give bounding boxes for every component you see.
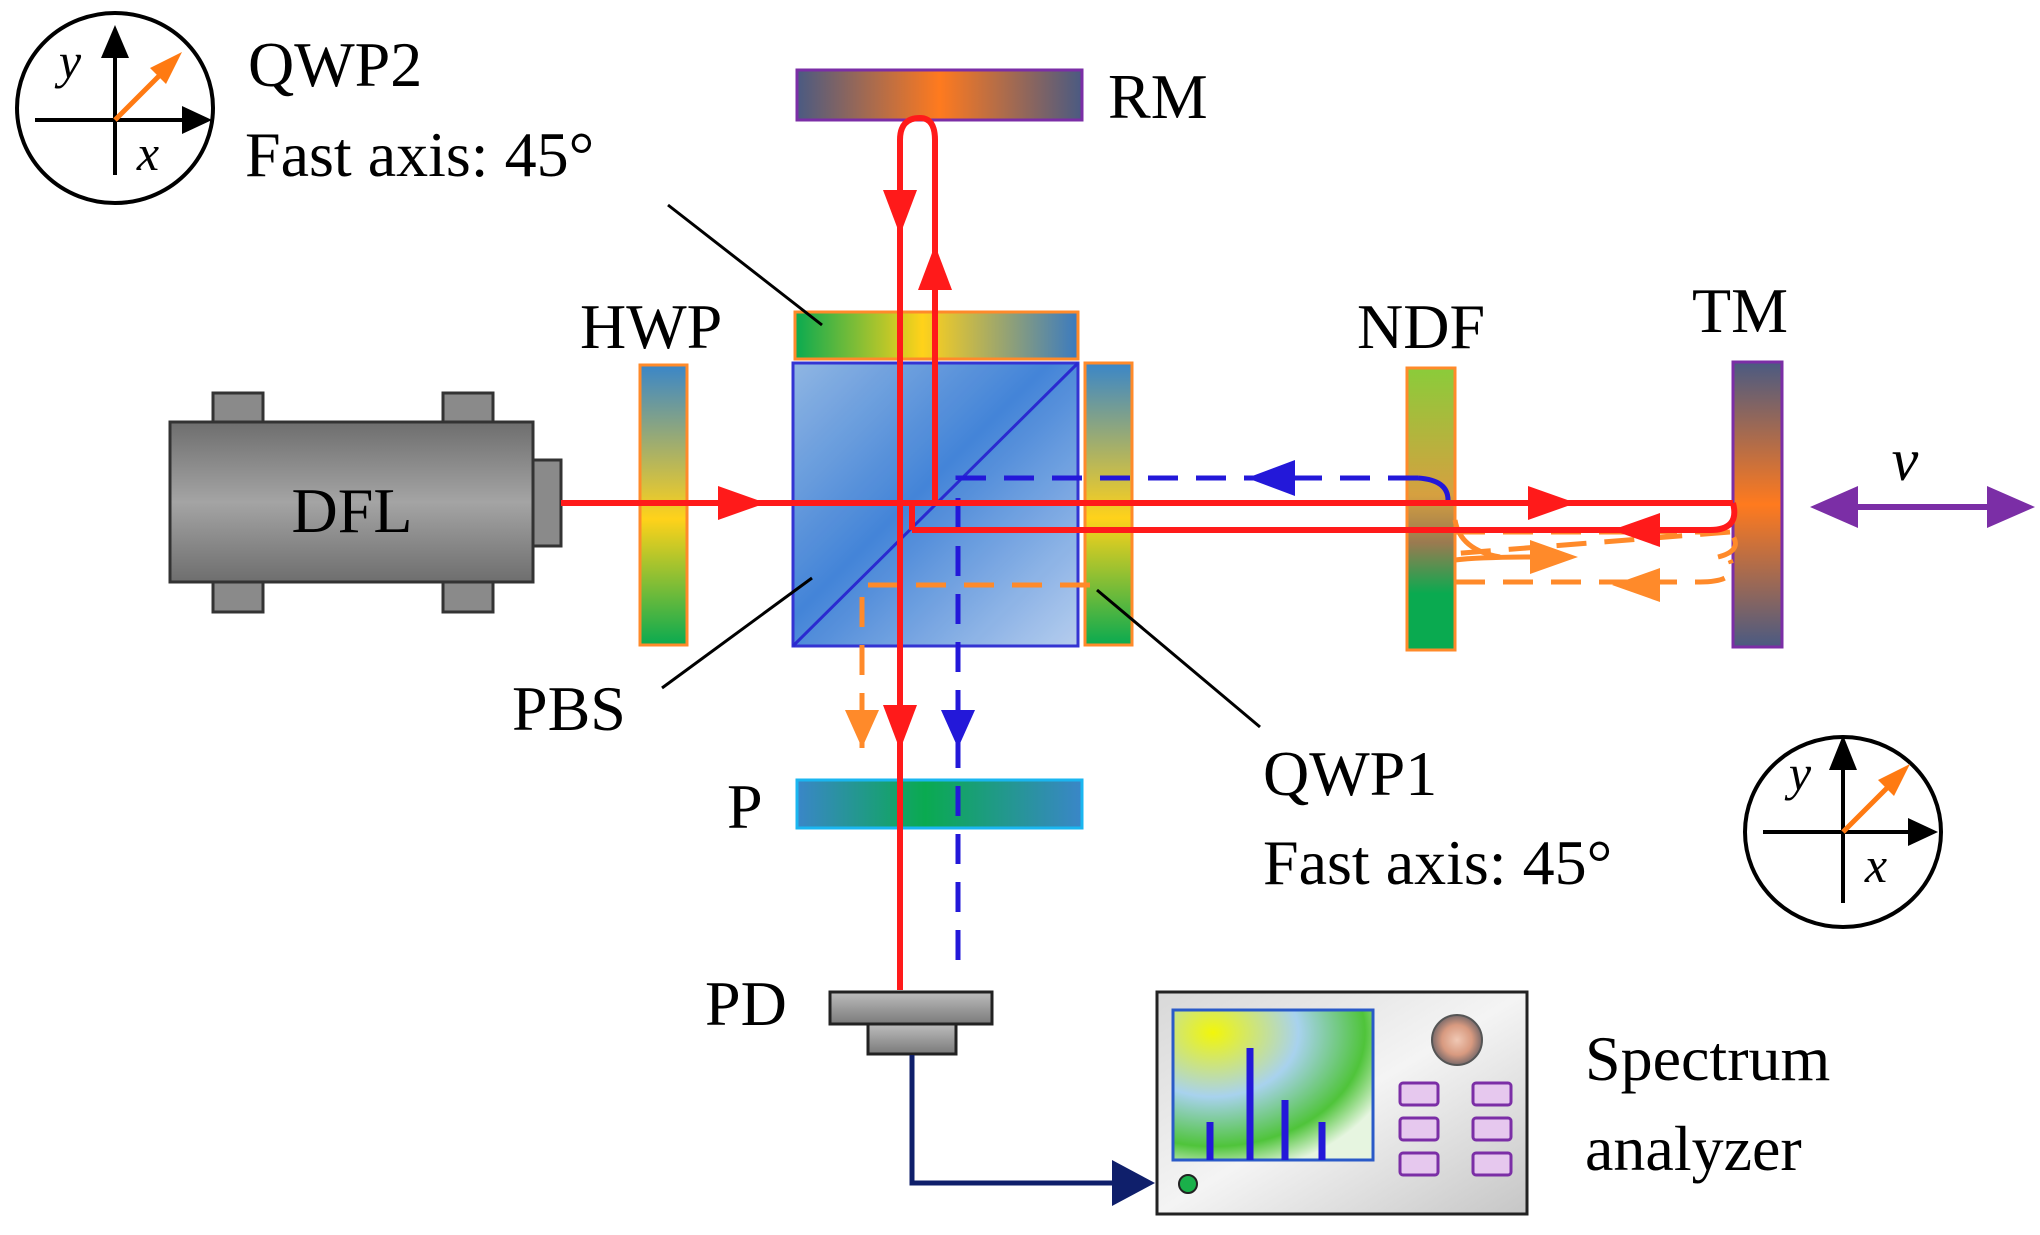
- neutral-density-filter-ndf: [1405, 366, 1457, 652]
- photodetector-icon: [828, 990, 994, 1056]
- laser-housing-icon: [168, 420, 535, 584]
- label-qwp2-fast-axis: Fast axis: 45°: [245, 119, 594, 190]
- velocity-arrow: v: [1810, 427, 2035, 528]
- label-velocity: v: [1892, 427, 1919, 493]
- spectrum-screen: [1171, 1008, 1375, 1162]
- label-tm: TM: [1692, 275, 1788, 346]
- label-rm: RM: [1108, 61, 1208, 132]
- leader-lines: [661, 203, 1261, 729]
- svg-text:y: y: [54, 33, 82, 89]
- keypad: [1398, 1081, 1513, 1177]
- laser-dfl: DFL: [168, 391, 563, 614]
- orange-dashed-beam: [859, 529, 1738, 748]
- label-pbs: PBS: [512, 673, 626, 744]
- label-hwp: HWP: [580, 291, 722, 362]
- svg-text:x: x: [1864, 837, 1887, 893]
- power-led-icon: [1178, 1174, 1198, 1194]
- qwp2-axis-indicator: y x: [15, 11, 215, 205]
- qwp1-axis-indicator: y x: [1743, 735, 1943, 929]
- label-ndf: NDF: [1357, 291, 1485, 362]
- label-p: P: [727, 771, 763, 842]
- label-dfl: DFL: [292, 475, 413, 546]
- label-qwp1: QWP1: [1263, 738, 1437, 809]
- svg-text:x: x: [136, 125, 159, 181]
- svg-text:y: y: [1784, 745, 1812, 801]
- knob-icon: [1431, 1014, 1483, 1066]
- polarizer-p: [795, 778, 1084, 830]
- label-qwp2: QWP2: [248, 29, 422, 100]
- reference-mirror-rm: [795, 68, 1084, 122]
- label-spectrum: Spectrum: [1585, 1023, 1830, 1094]
- spectrum-analyzer-icon: [1155, 990, 1529, 1216]
- label-qwp1-fast-axis: Fast axis: 45°: [1263, 827, 1612, 898]
- label-pd: PD: [705, 968, 787, 1039]
- target-mirror-tm: [1731, 360, 1784, 649]
- signal-cable: [909, 1055, 1115, 1186]
- label-analyzer: analyzer: [1585, 1113, 1802, 1184]
